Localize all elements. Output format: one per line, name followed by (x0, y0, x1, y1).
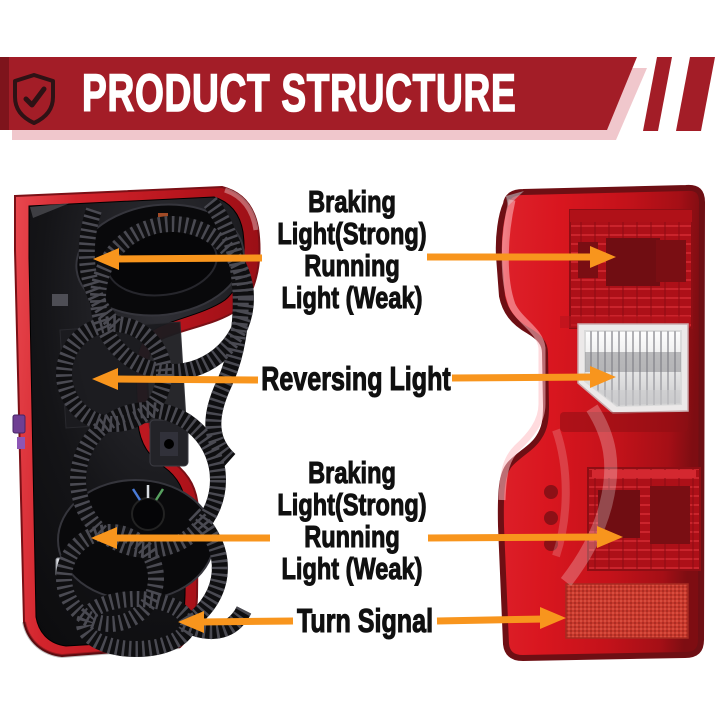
label-line: Light(Strong) (277, 216, 427, 251)
arrow-turn-signal-left (178, 611, 294, 633)
callout-arrows (91, 246, 623, 633)
purple-connector (12, 414, 26, 434)
label-reversing-light: Reversing Light (234, 360, 477, 397)
page-title: PRODUCT STRUCTURE (81, 63, 517, 124)
banner (0, 57, 637, 130)
wire-blue (131, 488, 142, 501)
label-line: Light (Weak) (281, 280, 423, 315)
side-clip (52, 294, 68, 306)
stripe-1 (643, 57, 672, 131)
stripe-2 (676, 57, 715, 131)
wire-green (154, 488, 165, 501)
shell-top-highlight (224, 187, 259, 231)
lower-bulb-right (650, 486, 690, 544)
upper-bulb-right (656, 240, 686, 282)
turn-signal-reflector (565, 583, 689, 639)
latch-hole (164, 439, 174, 449)
header-banner (0, 57, 715, 140)
label-line: Braking (308, 455, 397, 490)
under-lens-shadow (560, 412, 688, 432)
edge-bump-1 (544, 485, 558, 499)
lower-swoosh-highlight-2 (552, 428, 570, 558)
arrow-braking-top-right (427, 246, 616, 268)
arrow-braking-top-left (93, 248, 263, 270)
arrow-turn-signal-right (436, 607, 566, 629)
arrow-reversing-right (451, 366, 616, 388)
arrow-braking-bottom-left (91, 527, 270, 549)
label-line: Light (Weak) (281, 551, 423, 586)
purple-connector-2 (17, 437, 25, 449)
left-edge-sheen (498, 199, 546, 501)
upper-bulb-dark (606, 238, 660, 286)
shell-bottom-shadow (22, 621, 181, 659)
label-line: Turn Signal (296, 602, 434, 639)
tail-light-back-photo (12, 185, 261, 659)
label-line: Braking (308, 184, 397, 219)
arrow-reversing-left (92, 368, 259, 390)
label-line: Reversing Light (261, 360, 451, 397)
lower-bright-line (592, 470, 696, 478)
housing-corner-sheen (30, 203, 70, 218)
bulb-holder (131, 497, 165, 531)
lower-swoosh-highlight (560, 404, 618, 586)
label-line: Running (304, 248, 400, 283)
label-braking-running-bottom: Braking Light(Strong) Running Light (Wea… (230, 455, 473, 586)
label-line: Running (304, 519, 400, 554)
edge-bump-2 (544, 511, 558, 525)
shield-check-icon (13, 73, 55, 125)
label-turn-signal: Turn Signal (243, 602, 486, 639)
banner-left-edge (0, 57, 9, 130)
label-braking-running-top: Braking Light(Strong) Running Light (Wea… (230, 184, 473, 315)
arrow-braking-bottom-right (427, 526, 623, 548)
label-line: Light(Strong) (277, 487, 427, 522)
upper-rib-band (570, 210, 692, 222)
